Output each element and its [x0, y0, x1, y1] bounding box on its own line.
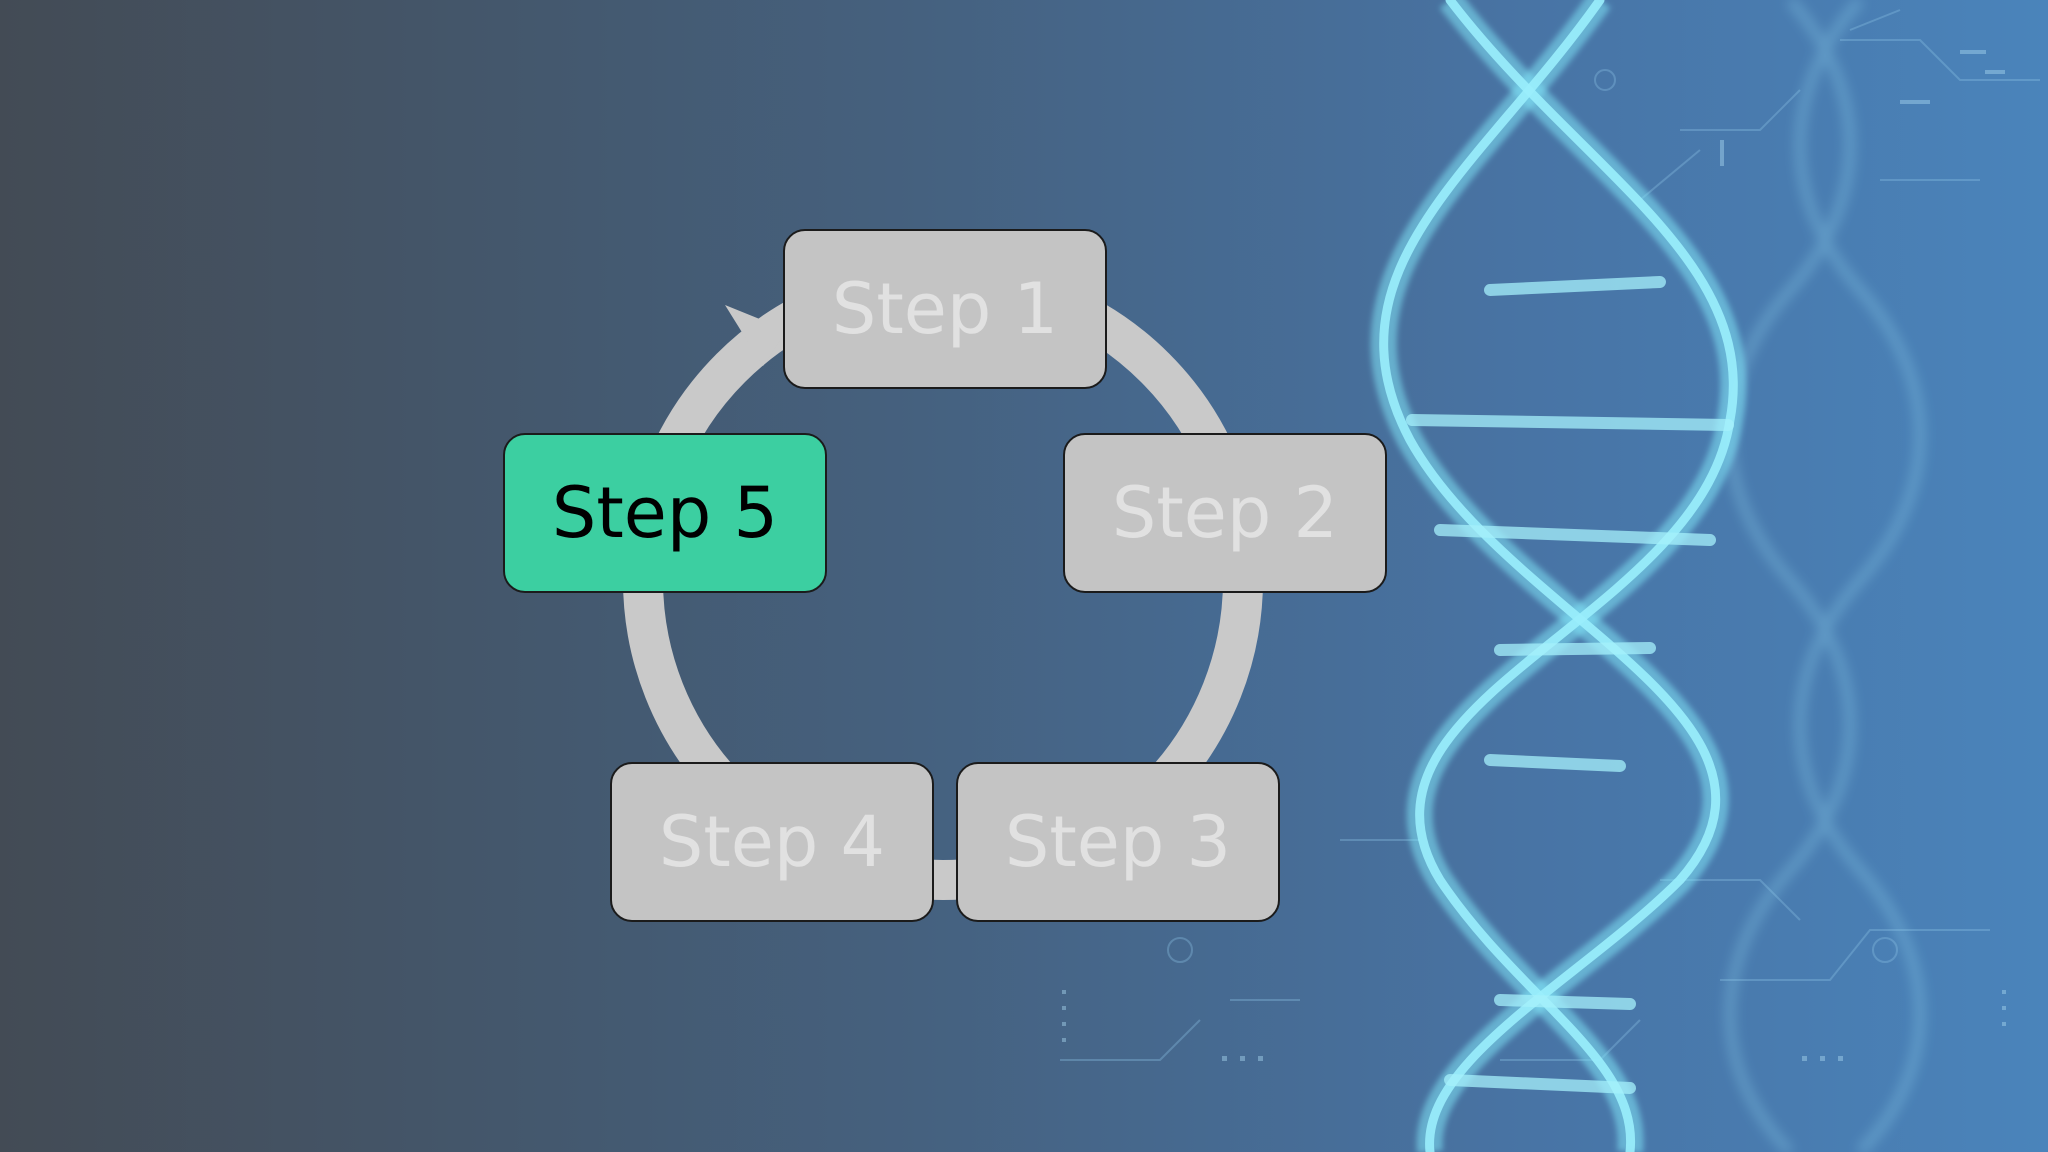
cycle-step-1-label: Step 1 — [831, 268, 1059, 350]
cycle-step-5-label: Step 5 — [551, 472, 779, 554]
cycle-step-4-label: Step 4 — [658, 801, 886, 883]
cycle-arrowhead — [725, 305, 787, 366]
cycle-step-2-label: Step 2 — [1111, 472, 1339, 554]
circuit-dots — [1062, 50, 2006, 1061]
cycle-step-2: Step 2 — [1063, 433, 1387, 593]
cycle-step-3: Step 3 — [956, 762, 1280, 922]
cycle-step-3-label: Step 3 — [1004, 801, 1232, 883]
cycle-step-4: Step 4 — [610, 762, 934, 922]
cycle-step-5-active: Step 5 — [503, 433, 827, 593]
cycle-step-1: Step 1 — [783, 229, 1107, 389]
dna-helix — [1370, 0, 1747, 1152]
secondary-helix — [1725, 0, 1925, 1152]
